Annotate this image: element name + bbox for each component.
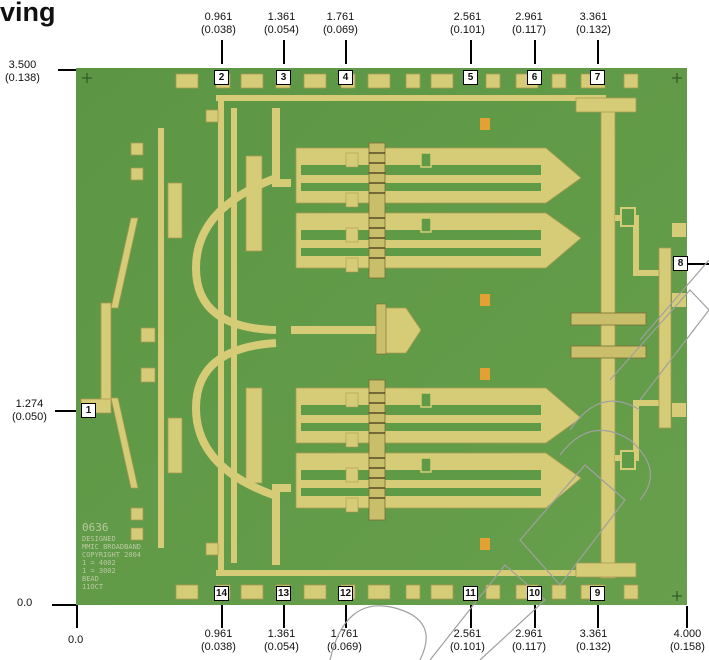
leader-line (686, 606, 688, 628)
top-dim-label: 3.361(0.132) (576, 11, 611, 36)
left-dim-label: 1.274(0.050) (12, 398, 47, 423)
pin-marker-8: 8 (673, 256, 688, 271)
leader-line (534, 604, 536, 628)
origin-label: 0.0 (68, 634, 84, 646)
splitter-lines (191, 108, 376, 565)
top-dim-label: 1.761(0.069) (323, 11, 358, 36)
amplifier-cell-lower (295, 379, 582, 521)
chip-part-number: 0636 (82, 521, 109, 534)
leader-line (688, 263, 709, 265)
leader-line (283, 40, 285, 64)
chip-text-line: BEAD (82, 575, 99, 583)
leader-line (58, 69, 80, 71)
pin-marker-12: 12 (338, 586, 353, 601)
center-combiner (375, 118, 490, 550)
bottom-dim-label: 1.361(0.054) (264, 628, 299, 653)
leader-line (55, 410, 81, 412)
leader-line (534, 40, 536, 64)
pin-marker-2: 2 (214, 70, 229, 85)
left-dim-label: 3.500(0.138) (5, 59, 40, 84)
leader-line (283, 604, 285, 628)
top-dim-label: 0.961(0.038) (201, 11, 236, 36)
pin-marker-5: 5 (463, 70, 478, 85)
pin-marker-10: 10 (527, 586, 542, 601)
bottom-dim-label: 2.561(0.101) (450, 628, 485, 653)
amplifier-cell-upper (295, 142, 582, 279)
chip-text-line: COPYRIGHT 2004 (82, 551, 141, 559)
bottom-dim-label: 0.961(0.038) (201, 628, 236, 653)
chip-text-line: 11OCT (82, 583, 104, 591)
chip-die-image: 0636 DESIGNED MMIC BROADBAND COPYRIGHT 2… (76, 68, 687, 605)
chip-text-line: 1 = 4002 (82, 559, 116, 567)
leader-line (76, 606, 78, 628)
bottom-dim-label: 2.961(0.117) (512, 628, 547, 653)
alignment-marks (82, 73, 682, 601)
rf-input-line (80, 217, 139, 489)
leader-line (345, 604, 347, 628)
chip-marking: 0636 DESIGNED MMIC BROADBAND COPYRIGHT 2… (82, 521, 141, 591)
bottom-dim-label: 3.361(0.132) (576, 628, 611, 653)
chip-text-line: MMIC BROADBAND (82, 543, 141, 551)
pin-marker-1: 1 (81, 403, 96, 418)
top-dim-label: 2.561(0.101) (450, 11, 485, 36)
leader-line (470, 604, 472, 628)
pin-marker-13: 13 (276, 586, 291, 601)
pin-marker-3: 3 (276, 70, 291, 85)
pin-marker-14: 14 (214, 586, 229, 601)
bottom-dim-label: 4.000(0.158) (670, 628, 705, 653)
bottom-dim-label: 1.761(0.069) (327, 628, 362, 653)
page-title: ving (0, 0, 56, 27)
leader-line (470, 40, 472, 64)
leader-line (221, 604, 223, 628)
top-dim-label: 1.361(0.054) (264, 11, 299, 36)
leader-line (597, 40, 599, 64)
pin-marker-4: 4 (338, 70, 353, 85)
pin-marker-6: 6 (527, 70, 542, 85)
leader-line (345, 40, 347, 64)
chip-layout: 0636 DESIGNED MMIC BROADBAND COPYRIGHT 2… (76, 68, 687, 605)
leader-line (597, 604, 599, 628)
chip-text-line: 1 = 3002 (82, 567, 116, 575)
leader-line (221, 40, 223, 64)
pin-marker-9: 9 (590, 586, 605, 601)
chip-text-line: DESIGNED (82, 535, 116, 543)
pin-marker-11: 11 (463, 586, 478, 601)
top-dim-label: 2.961(0.117) (512, 11, 547, 36)
leader-line (52, 604, 78, 606)
pin-marker-7: 7 (590, 70, 605, 85)
left-dim-label: 0.0 (17, 597, 33, 609)
